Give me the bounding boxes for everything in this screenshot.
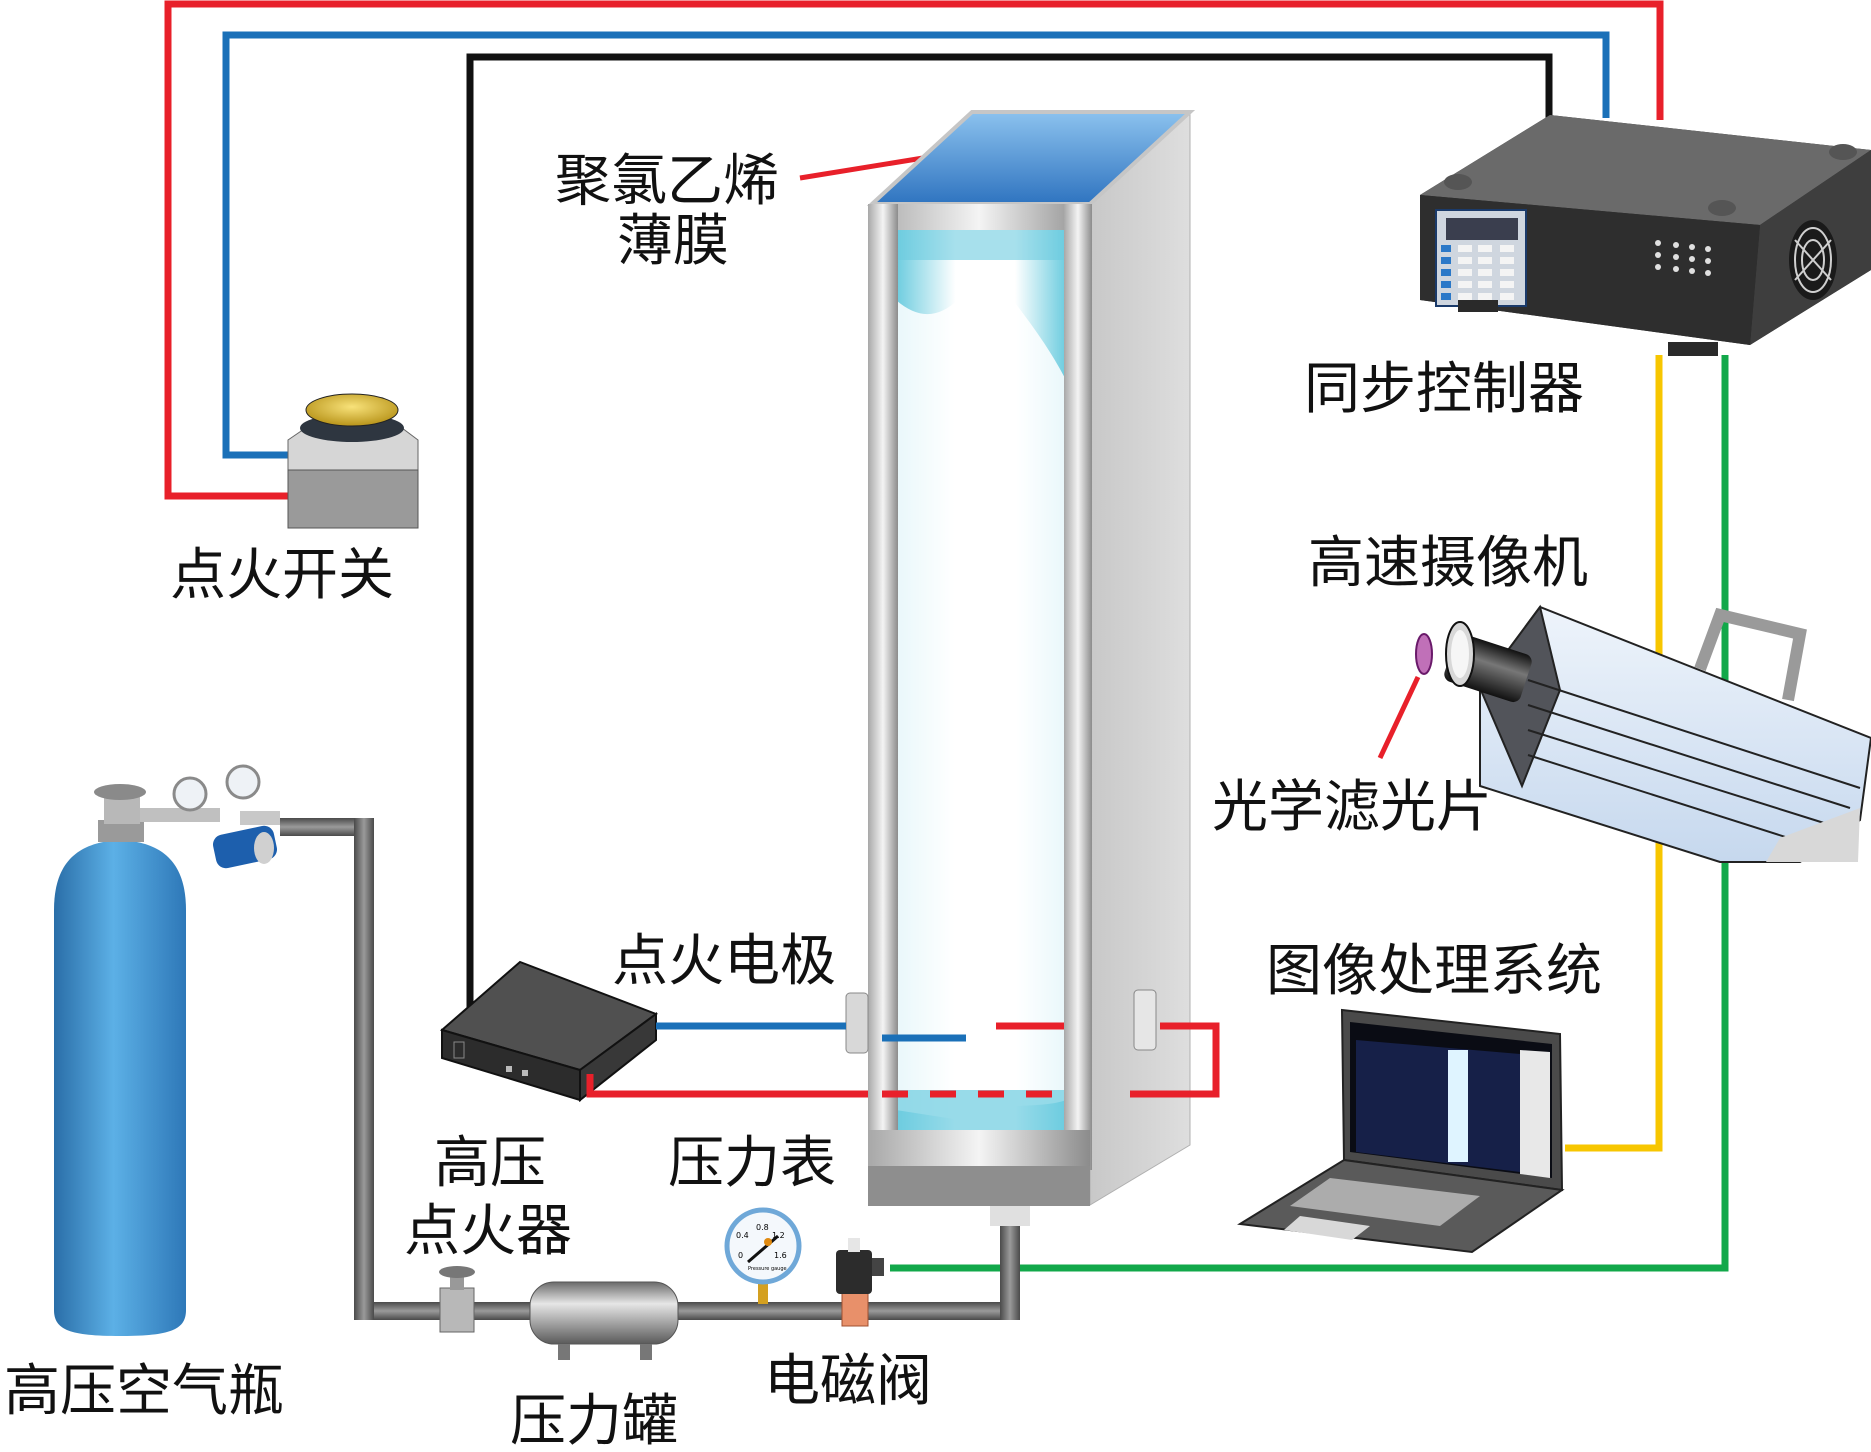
- label-pvc-film-line1: 聚氯乙烯: [555, 149, 779, 214]
- wire-black-igniter-controller: [466, 53, 1553, 1010]
- wires: [164, 0, 1729, 1272]
- label-air-cylinder: 高压空气瓶: [4, 1359, 284, 1424]
- label-ignition-switch: 点火开关: [170, 543, 394, 608]
- gauge-needle: [747, 1234, 779, 1264]
- laptop-trackpad: [1284, 1216, 1370, 1240]
- gauge-tick-1: 0.4: [736, 1231, 749, 1240]
- column-base: [868, 1166, 1090, 1206]
- optical-filter-icon: [1415, 633, 1433, 675]
- electrode-left: [845, 992, 869, 1054]
- ignition-switch[interactable]: [287, 393, 419, 529]
- air-cylinder: [54, 764, 280, 1336]
- labels: 聚氯乙烯 薄膜 同步控制器 点火开关 高速摄像机 光学滤光片 图像处理系统 点火…: [4, 149, 1602, 1452]
- manual-valve[interactable]: [439, 1287, 475, 1333]
- wire-green-controller-valve: [890, 355, 1729, 1272]
- wire-blue-switch-controller: [222, 31, 1610, 459]
- electrode-right: [1133, 989, 1157, 1051]
- label-pvc-film-line2: 薄膜: [617, 209, 729, 274]
- solenoid-valve: [836, 1238, 884, 1327]
- gauge-caption: Pressure gauge: [748, 1266, 787, 1272]
- label-solenoid-valve: 电磁阀: [764, 1349, 932, 1414]
- column-rail-left: [868, 204, 898, 1170]
- label-sync-controller: 同步控制器: [1304, 357, 1584, 422]
- column-rail-right: [1064, 204, 1092, 1170]
- screen-flame-image: [1448, 1050, 1468, 1162]
- high-speed-camera: [1415, 604, 1871, 863]
- label-hv-igniter-line2: 点火器: [404, 1199, 572, 1264]
- gauge-tick-4: 1.6: [774, 1251, 787, 1260]
- gauge-tick-3: 1.2: [772, 1231, 785, 1240]
- wire-red-switch-controller: [164, 0, 1664, 500]
- camera-handle: [1694, 607, 1807, 702]
- label-ignition-electrode: 点火电极: [612, 929, 836, 994]
- label-image-processing-system: 图像处理系统: [1266, 939, 1602, 1004]
- pressure-tank: [529, 1281, 679, 1345]
- label-optical-filter: 光学滤光片: [1212, 775, 1492, 840]
- pressure-gauge: 0 0.4 0.8 1.2 1.6 Pressure gauge: [724, 1207, 802, 1304]
- gauge-tick-2: 0.8: [756, 1223, 769, 1232]
- regulator-gauge-1: [172, 776, 208, 812]
- label-pressure-gauge: 压力表: [668, 1131, 836, 1196]
- combustion-column: [845, 110, 1220, 1206]
- hv-igniter: [439, 960, 659, 1103]
- fan-icon: [1789, 220, 1837, 300]
- ignition-button-icon[interactable]: [305, 393, 399, 427]
- wire-red-igniter-electrode: [586, 1074, 868, 1098]
- controller-vent-holes: [1655, 240, 1711, 276]
- wire-yellow-controller-laptop: [1565, 355, 1663, 1152]
- label-pressure-tank: 压力罐: [510, 1389, 678, 1452]
- label-high-speed-camera: 高速摄像机: [1308, 531, 1588, 596]
- flame-plume: [896, 260, 1066, 1120]
- laptop: [1237, 1008, 1565, 1254]
- gas-piping: 0 0.4 0.8 1.2 1.6 Pressure gauge: [280, 818, 1030, 1360]
- regulator-gauge-2: [225, 764, 261, 800]
- gauge-tick-0: 0: [738, 1251, 743, 1260]
- valve-handle-icon[interactable]: [439, 1266, 475, 1278]
- sync-controller: [1420, 115, 1871, 356]
- label-hv-igniter-line1: 高压: [434, 1131, 546, 1196]
- filter-leader-line: [1377, 675, 1421, 760]
